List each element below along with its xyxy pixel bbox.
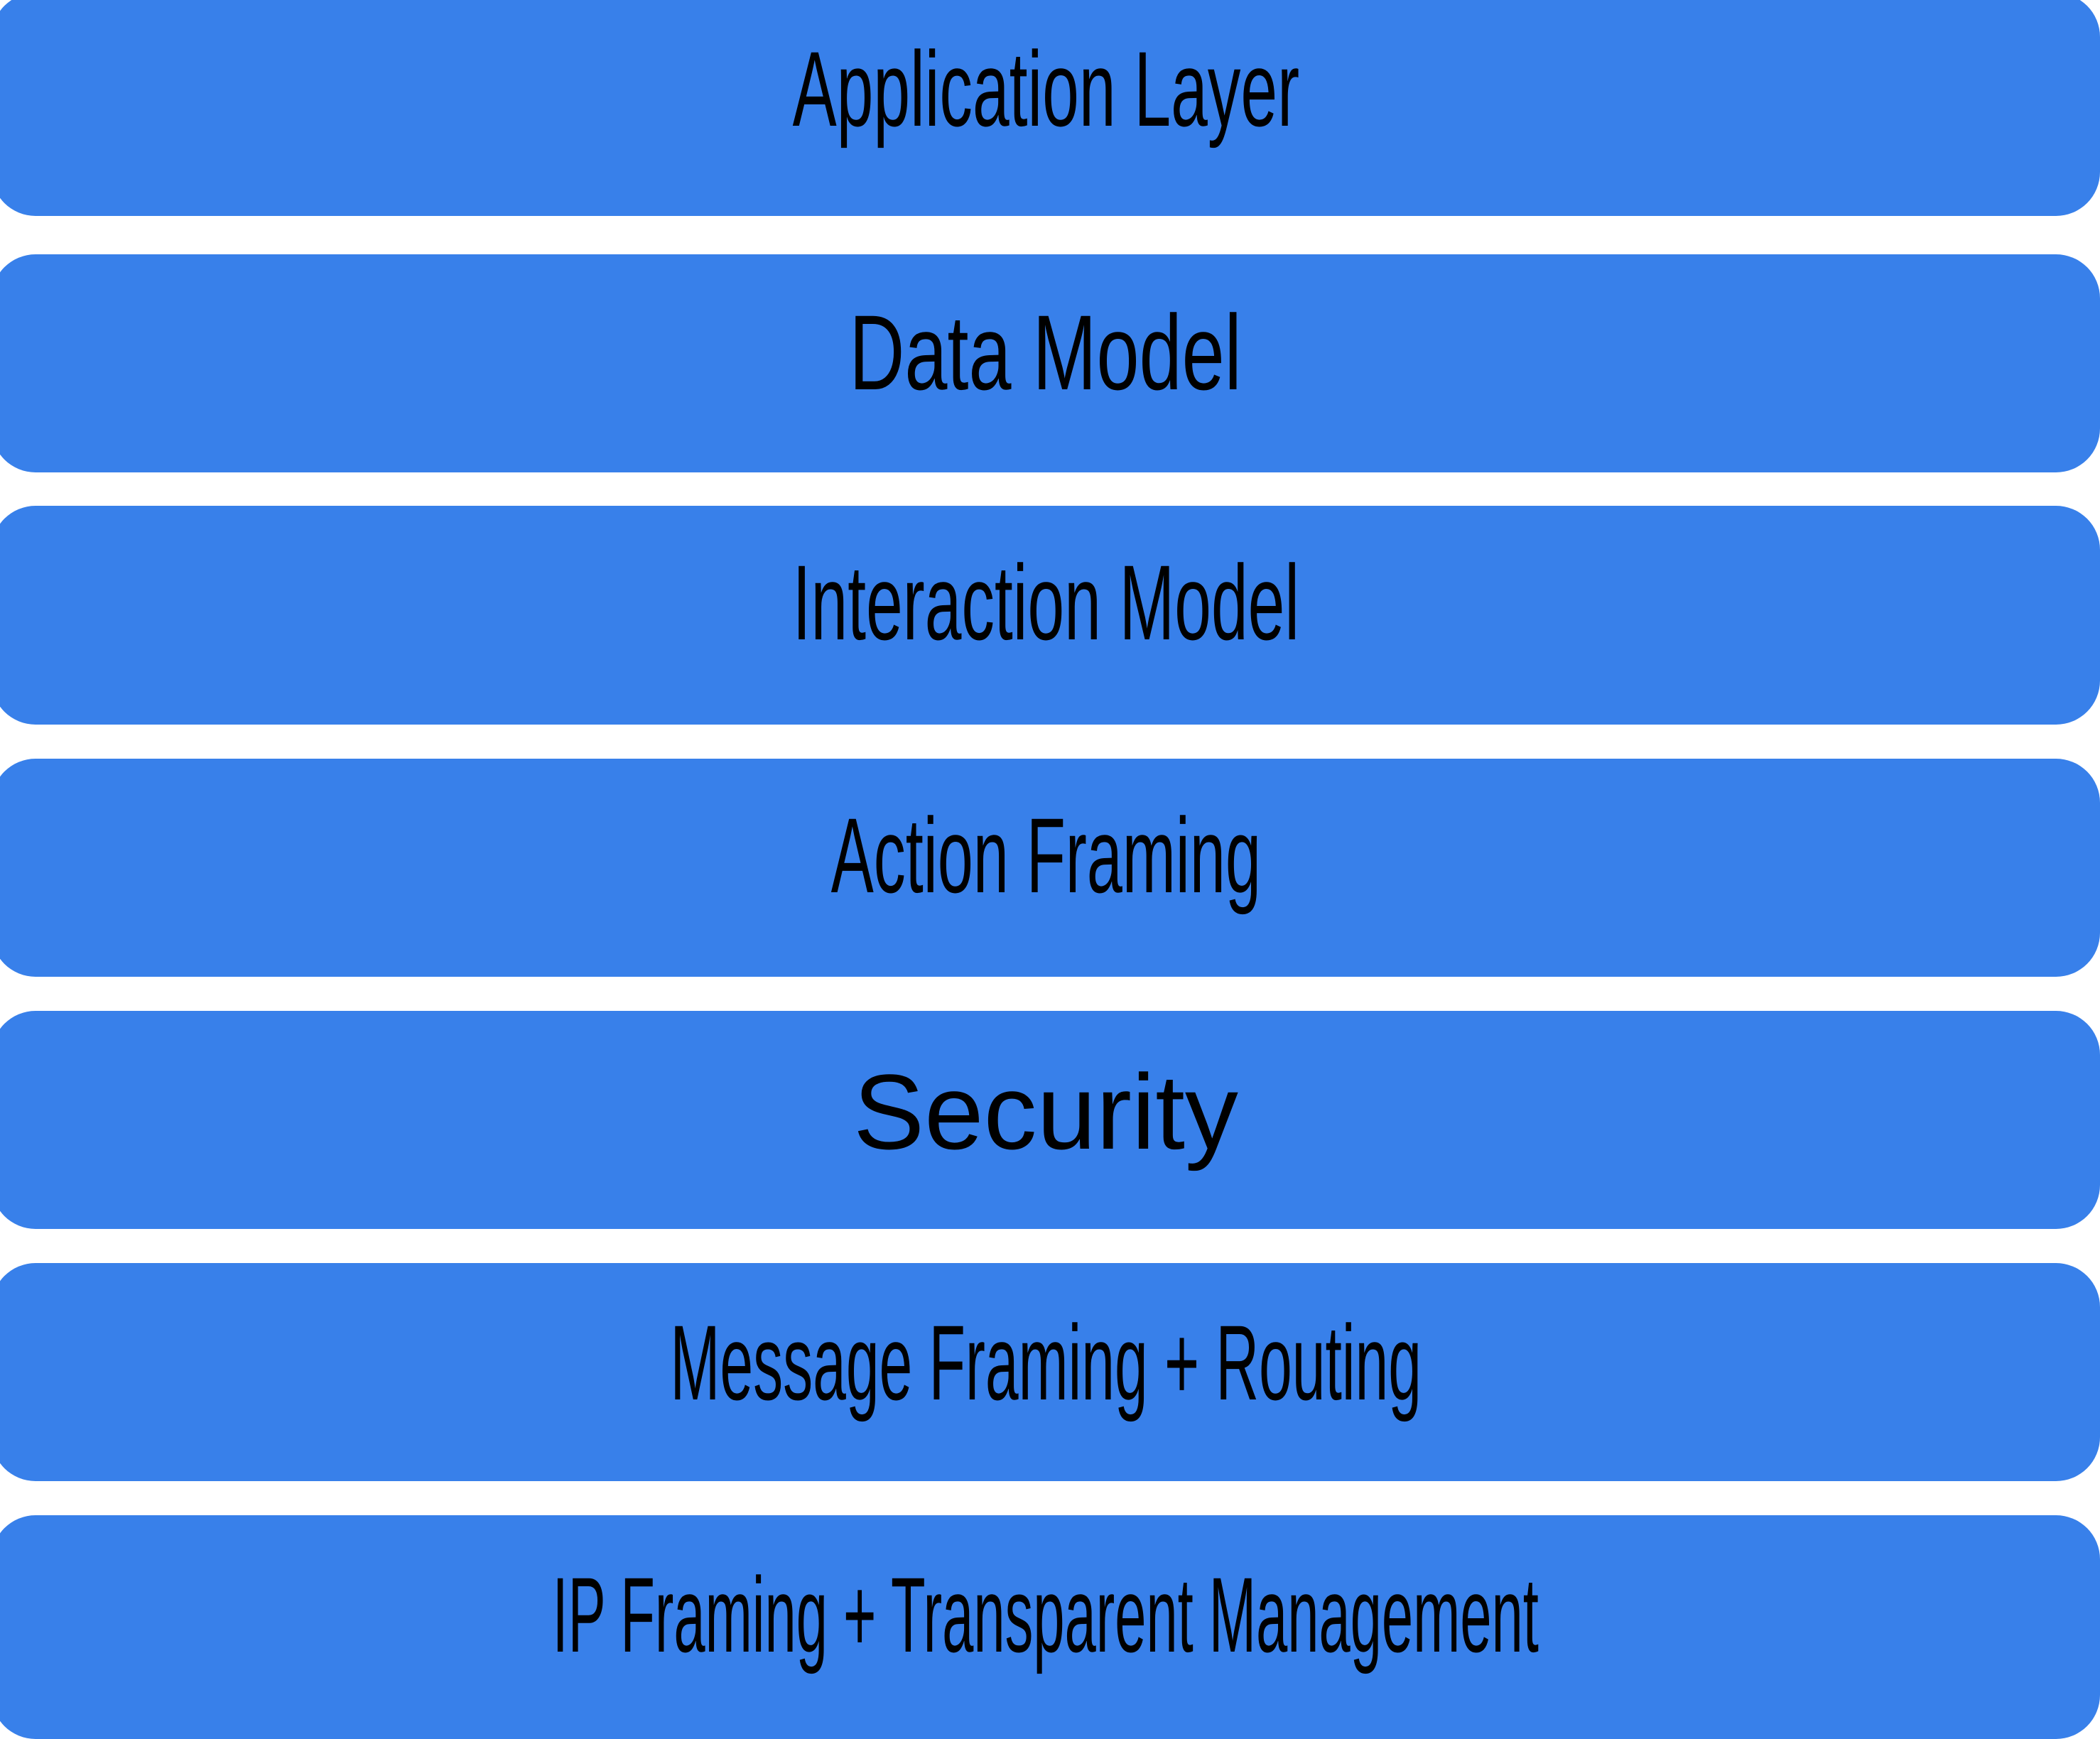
- layer-label-action-framing: Action Framing: [830, 795, 1261, 915]
- layer-band-interaction-model[interactable]: Interaction Model: [0, 506, 2100, 725]
- layer-band-application-layer[interactable]: Application Layer: [0, 0, 2100, 216]
- layer-band-action-framing[interactable]: Action Framing: [0, 759, 2100, 977]
- layer-band-data-model[interactable]: Data Model: [0, 254, 2100, 472]
- layer-band-message-framing-routing[interactable]: Message Framing + Routing: [0, 1263, 2100, 1481]
- layer-label-interaction-model: Interaction Model: [792, 543, 1299, 662]
- layer-label-ip-framing-transparent-management: IP Framing + Transparent Management: [552, 1554, 1539, 1674]
- layer-label-message-framing-routing: Message Framing + Routing: [670, 1302, 1422, 1422]
- layer-band-security[interactable]: Security: [0, 1011, 2100, 1229]
- layer-label-security: Security: [853, 1051, 1238, 1171]
- layer-label-application-layer: Application Layer: [792, 29, 1299, 148]
- layer-label-data-model: Data Model: [849, 292, 1243, 412]
- layer-band-ip-framing-transparent-management[interactable]: IP Framing + Transparent Management: [0, 1515, 2100, 1739]
